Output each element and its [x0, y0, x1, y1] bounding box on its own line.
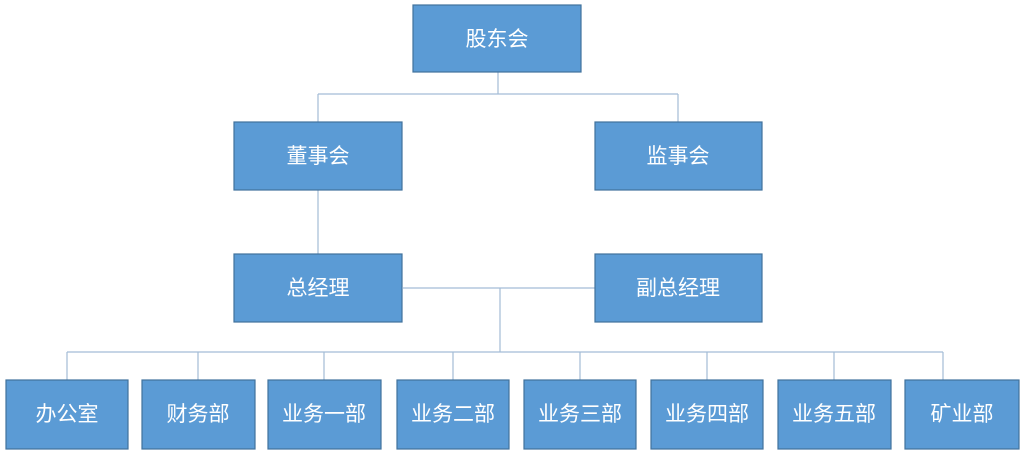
connector-management-to-departments: [67, 288, 943, 353]
department-label: 业务五部: [792, 402, 876, 426]
department-box-business-2: 业务二部: [396, 379, 510, 450]
department-label: 业务二部: [411, 402, 495, 426]
department-box-finance: 财务部: [141, 379, 256, 450]
connectors: [66, 72, 944, 380]
board-of-supervisors-label: 监事会: [647, 144, 710, 168]
general-manager-box: 总经理: [233, 253, 403, 323]
department-label: 业务四部: [665, 402, 749, 426]
board-of-supervisors-box: 监事会: [594, 121, 763, 191]
board-of-directors-box: 董事会: [233, 121, 403, 191]
shareholders-box: 股东会: [412, 4, 582, 73]
department-box-business-3: 业务三部: [523, 379, 637, 450]
connector-shareholders-to-boards: [317, 72, 679, 122]
department-box-mining: 矿业部: [904, 379, 1020, 450]
shareholders-label: 股东会: [466, 27, 529, 51]
department-box-business-5: 业务五部: [777, 379, 892, 450]
department-box-office: 办公室: [5, 379, 129, 450]
department-label: 财务部: [167, 402, 230, 426]
board-of-directors-label: 董事会: [287, 144, 350, 168]
department-box-business-1: 业务一部: [267, 379, 382, 450]
department-label: 矿业部: [931, 402, 994, 426]
general-manager-label: 总经理: [287, 276, 350, 300]
department-label: 业务三部: [538, 402, 622, 426]
deputy-general-manager-box: 副总经理: [594, 253, 763, 323]
department-box-business-4: 业务四部: [650, 379, 764, 450]
department-label: 办公室: [36, 402, 99, 426]
department-label: 业务一部: [282, 402, 366, 426]
deputy-general-manager-label: 副总经理: [636, 276, 720, 300]
connector-department-drops: [66, 352, 944, 380]
